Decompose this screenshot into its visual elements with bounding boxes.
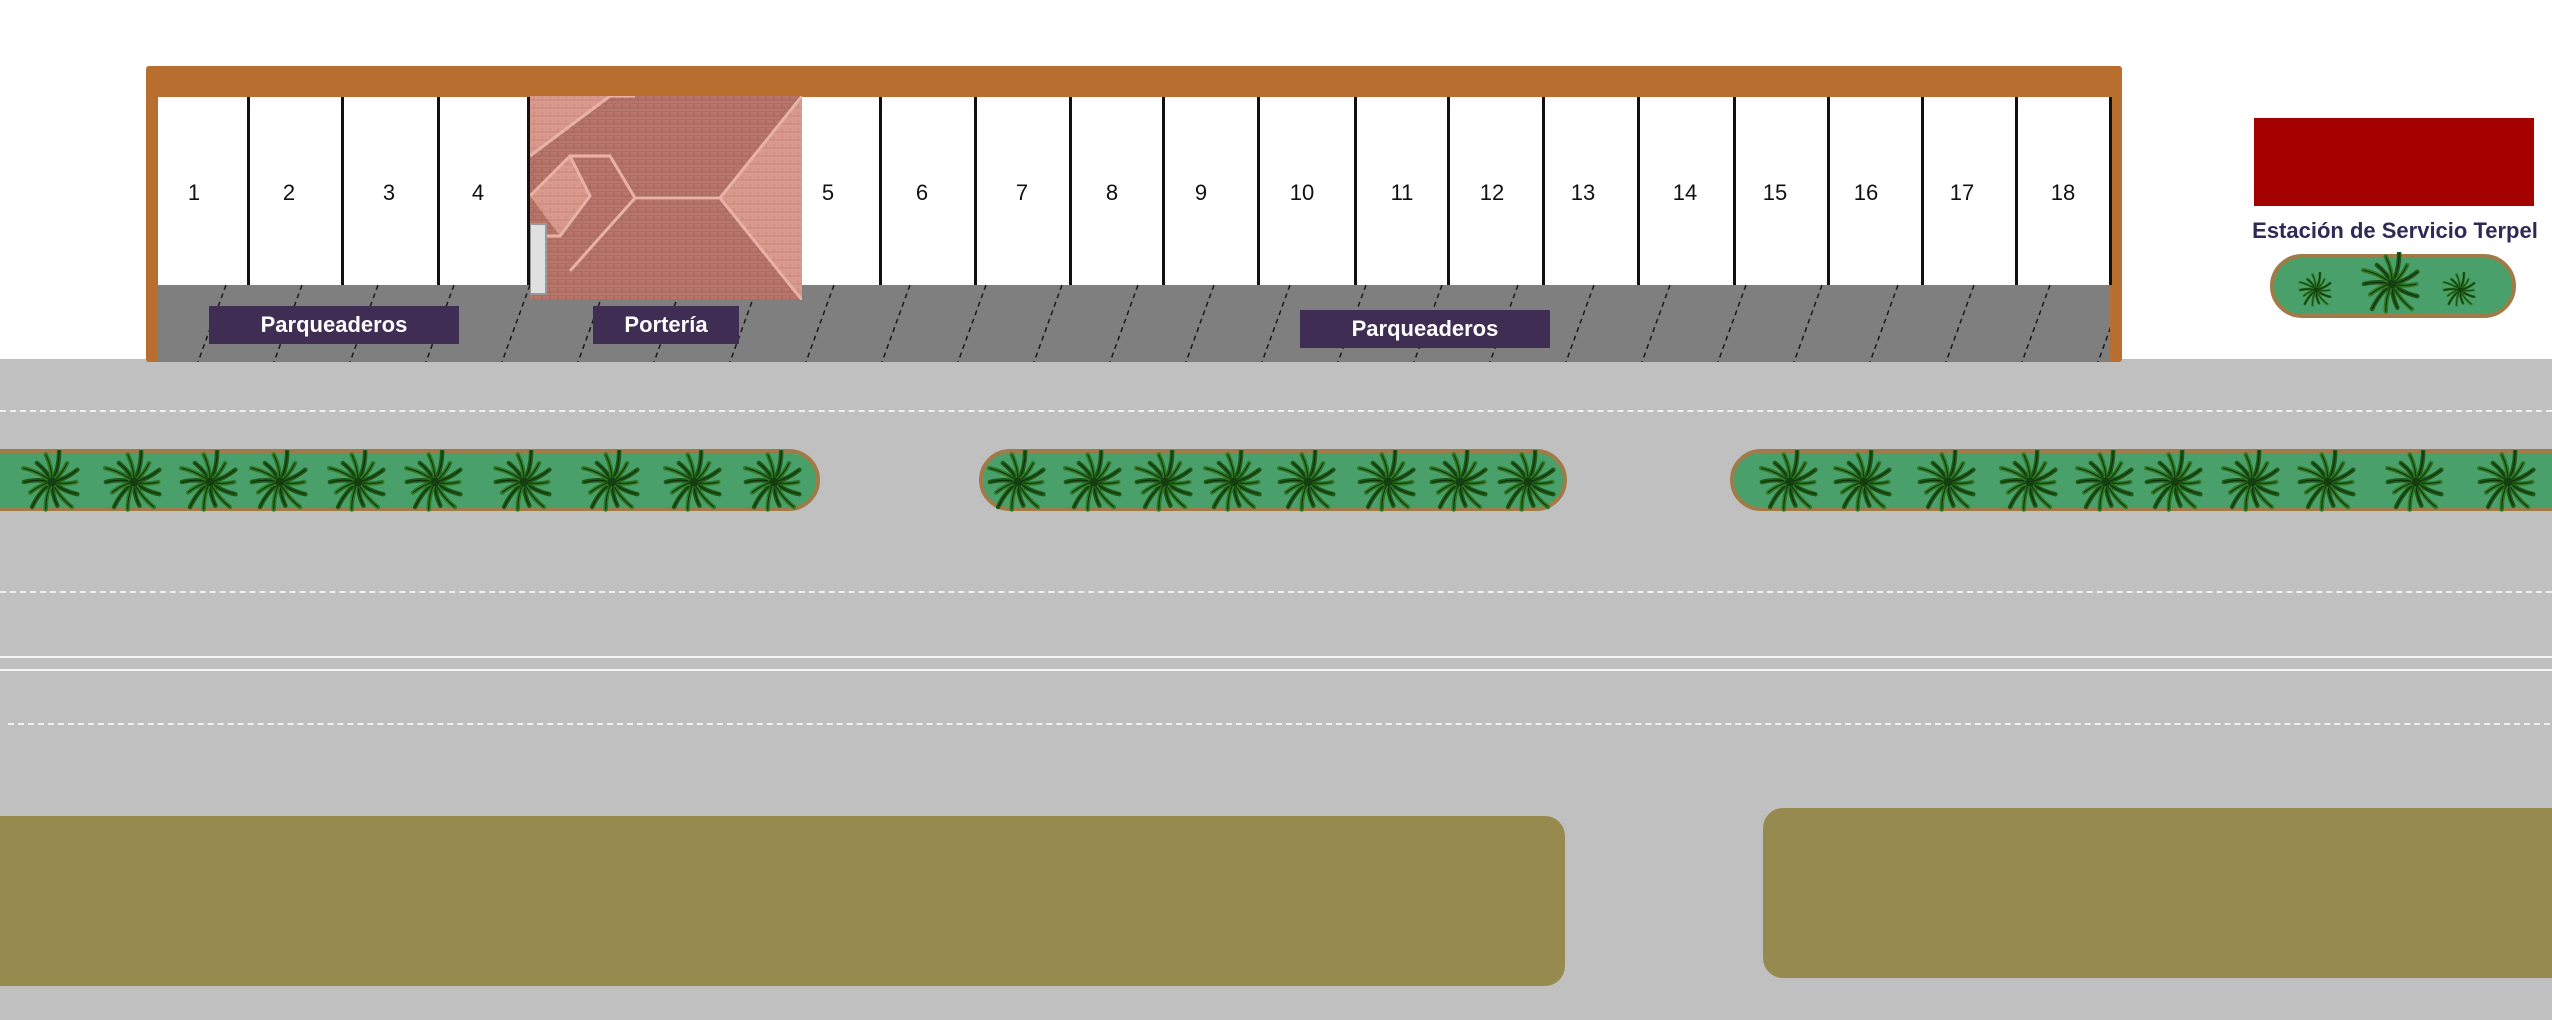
palm-tree-icon xyxy=(2476,450,2536,512)
stall-number: 17 xyxy=(1949,180,1975,205)
stall-divider xyxy=(1637,97,1640,285)
stall-divider xyxy=(1354,97,1357,285)
parking-marking xyxy=(957,285,987,362)
lane-dash-1 xyxy=(0,410,2552,412)
palm-tree-icon xyxy=(2442,272,2476,307)
stall-divider xyxy=(974,97,977,285)
parking-marking xyxy=(1869,285,1899,362)
stall-number: 13 xyxy=(1570,180,1596,205)
palm-tree-icon xyxy=(1356,450,1416,512)
parking-label-left: Parqueaderos xyxy=(209,306,459,344)
stall-divider xyxy=(1257,97,1260,285)
stall-divider xyxy=(1447,97,1450,285)
center-line-1 xyxy=(0,656,2552,658)
palm-tree-icon xyxy=(1496,450,1556,512)
stall-number: 8 xyxy=(1105,180,1119,205)
lane-dash-2 xyxy=(0,591,2552,593)
land-block-left xyxy=(0,816,1565,986)
parking-marking xyxy=(501,285,531,362)
stall-number: 3 xyxy=(382,180,396,205)
stall-number: 16 xyxy=(1853,180,1879,205)
palm-tree-icon xyxy=(248,450,308,512)
stall-number: 15 xyxy=(1762,180,1788,205)
parking-marking xyxy=(1109,285,1139,362)
driveway xyxy=(158,285,2110,362)
stall-divider xyxy=(2015,97,2018,285)
palm-tree-icon xyxy=(986,450,1046,512)
stall-number: 4 xyxy=(471,180,485,205)
palm-tree-icon xyxy=(2360,252,2420,314)
parking-marking xyxy=(2097,326,2110,362)
palm-tree-icon xyxy=(2298,272,2332,307)
stall-divider xyxy=(2109,97,2112,285)
gatehouse-roof-icon xyxy=(530,96,802,300)
palm-tree-icon xyxy=(662,450,722,512)
palm-tree-icon xyxy=(2143,450,2203,512)
stall-divider xyxy=(247,97,250,285)
parking-stalls xyxy=(158,97,2110,285)
stall-divider xyxy=(879,97,882,285)
palm-tree-icon xyxy=(1428,450,1488,512)
parking-marking xyxy=(1641,285,1671,362)
parking-marking xyxy=(1185,285,1215,362)
palm-tree-icon xyxy=(178,450,238,512)
palm-tree-icon xyxy=(1916,450,1976,512)
palm-tree-icon xyxy=(1276,450,1336,512)
palm-tree-icon xyxy=(742,450,802,512)
palm-tree-icon xyxy=(102,450,162,512)
stall-divider xyxy=(1827,97,1830,285)
stall-number: 11 xyxy=(1390,180,1414,205)
parking-marking xyxy=(1945,285,1975,362)
parking-marking xyxy=(1033,285,1063,362)
gas-station-label: Estación de Servicio Terpel xyxy=(2252,218,2538,243)
palm-tree-icon xyxy=(580,450,640,512)
parking-label-right: Parqueaderos xyxy=(1300,310,1550,348)
stall-number: 9 xyxy=(1194,180,1208,205)
stall-divider xyxy=(527,97,530,285)
stall-divider xyxy=(1542,97,1545,285)
stall-number: 14 xyxy=(1672,180,1698,205)
palm-tree-icon xyxy=(403,450,463,512)
stall-divider xyxy=(1921,97,1924,285)
palm-tree-icon xyxy=(2296,450,2356,512)
gatehouse-label: Portería xyxy=(593,306,739,344)
center-line-2 xyxy=(0,669,2552,671)
stall-number: 6 xyxy=(915,180,929,205)
stall-number: 10 xyxy=(1289,180,1315,205)
stall-number: 5 xyxy=(821,180,835,205)
stall-number: 18 xyxy=(2050,180,2076,205)
parking-marking xyxy=(1793,285,1823,362)
stall-divider xyxy=(437,97,440,285)
stall-divider xyxy=(1069,97,1072,285)
stall-divider xyxy=(1733,97,1736,285)
parking-marking xyxy=(2021,285,2051,362)
palm-tree-icon xyxy=(1062,450,1122,512)
palm-tree-icon xyxy=(2384,450,2444,512)
gas-station-building xyxy=(2254,118,2534,206)
palm-tree-icon xyxy=(1758,450,1818,512)
parking-marking xyxy=(881,285,911,362)
lane-dash-3 xyxy=(8,723,2552,725)
stall-divider xyxy=(341,97,344,285)
palm-tree-icon xyxy=(2074,450,2134,512)
palm-tree-icon xyxy=(326,450,386,512)
land-block-right xyxy=(1763,808,2552,978)
stall-number: 7 xyxy=(1015,180,1029,205)
palm-tree-icon xyxy=(1202,450,1262,512)
stall-number: 1 xyxy=(187,180,201,205)
palm-tree-icon xyxy=(20,450,80,512)
palm-tree-icon xyxy=(1133,450,1193,512)
palm-tree-icon xyxy=(492,450,552,512)
palm-tree-icon xyxy=(1998,450,2058,512)
palm-tree-icon xyxy=(1832,450,1892,512)
parking-marking xyxy=(805,285,835,362)
stall-divider xyxy=(1162,97,1165,285)
parking-marking xyxy=(1565,285,1595,362)
stall-number: 2 xyxy=(282,180,296,205)
parking-marking xyxy=(1717,285,1747,362)
parking-marking xyxy=(1261,285,1291,362)
stall-number: 12 xyxy=(1479,180,1505,205)
palm-tree-icon xyxy=(2220,450,2280,512)
